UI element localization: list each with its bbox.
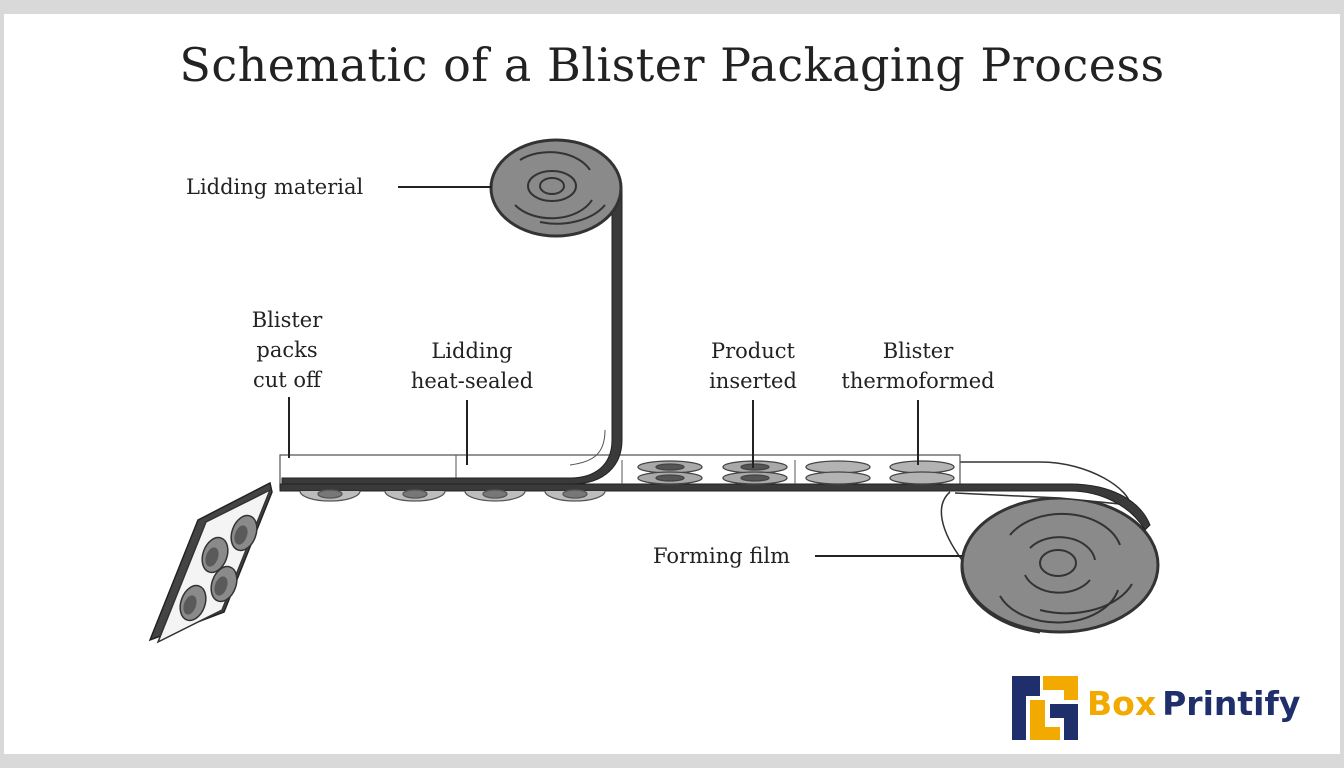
label-line: heat-sealed xyxy=(410,369,534,393)
lidding-strip xyxy=(281,189,623,485)
label-line: Product xyxy=(711,339,795,363)
label-line: packs xyxy=(256,338,318,362)
label-blister-packs-cut-off: Blister packs cut off xyxy=(232,305,342,395)
boxprintify-logo-icon xyxy=(1012,676,1078,740)
brand-part-printify: Printify xyxy=(1162,684,1301,723)
cut-blister-pack xyxy=(148,481,273,644)
label-blister-thermoformed: Blister thermoformed xyxy=(823,336,1013,396)
page-title: Schematic of a Blister Packaging Process xyxy=(179,38,1165,92)
label-product-inserted: Product inserted xyxy=(693,336,813,396)
label-line: cut off xyxy=(253,368,321,392)
thermoformed-blisters xyxy=(805,460,955,485)
lidding-material-roll xyxy=(489,138,623,238)
label-line: thermoformed xyxy=(841,369,995,393)
label-line: Lidding xyxy=(431,339,513,363)
label-lidding-heat-sealed: Lidding heat-sealed xyxy=(392,336,552,396)
leader-lines xyxy=(288,186,962,557)
diagram-card xyxy=(4,14,1340,754)
sealed-blisters xyxy=(299,489,606,502)
label-line: Blister xyxy=(251,308,323,332)
label-forming-film: Forming film xyxy=(653,544,791,568)
label-line: Blister xyxy=(882,339,954,363)
forming-film-roll xyxy=(960,496,1160,634)
brand-part-box: Box xyxy=(1087,684,1157,723)
label-lidding-material: Lidding material xyxy=(186,175,364,199)
product-blisters xyxy=(637,460,788,485)
label-line: inserted xyxy=(709,369,797,393)
